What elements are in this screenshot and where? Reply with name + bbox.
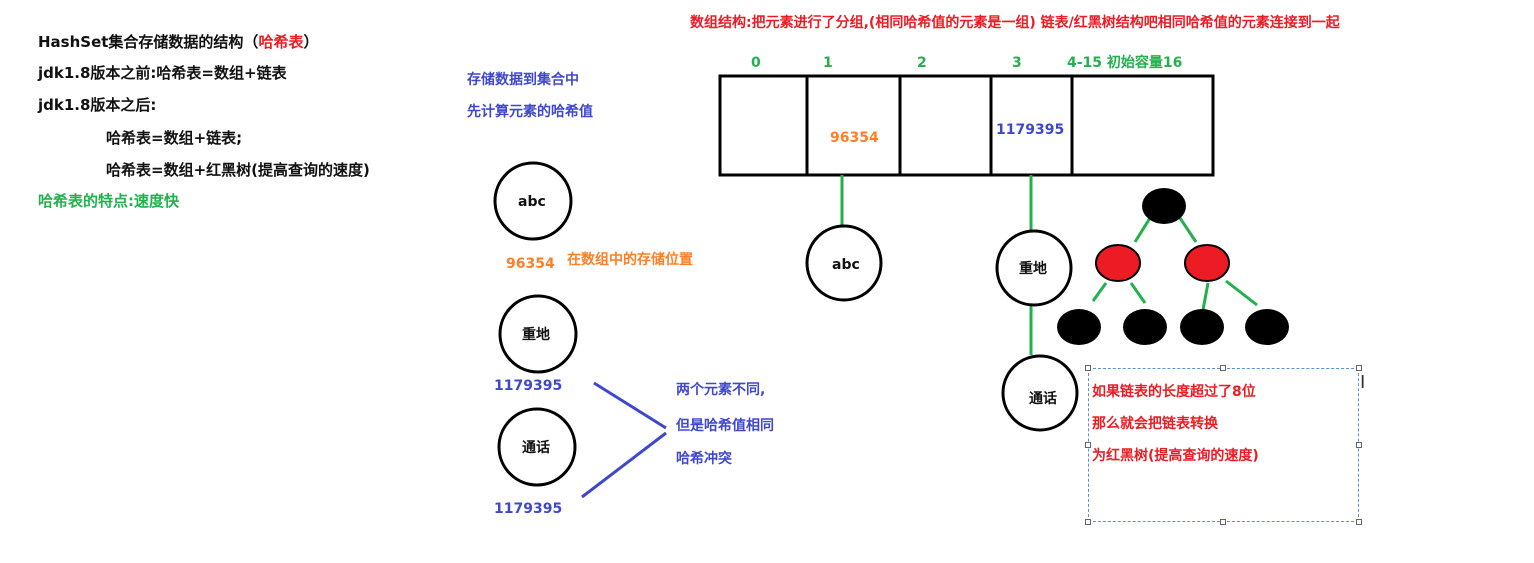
store-note-line1: 存储数据到集合中 xyxy=(467,72,579,88)
left-note-line2: jdk1.8版本之前:哈希表=数组+链表 xyxy=(38,64,287,82)
store-note-line2: 先计算元素的哈希值 xyxy=(467,104,593,120)
left-note-line3: jdk1.8版本之后: xyxy=(38,96,157,114)
tree-edge xyxy=(1201,282,1210,311)
collision-note-line1: 两个元素不同, xyxy=(676,382,766,398)
tree-node-red xyxy=(1095,244,1141,282)
tree-edges xyxy=(1091,217,1258,311)
chain-label-abc: abc xyxy=(832,257,860,273)
left-note-line5: 哈希表=数组+红黑树(提高查询的速度) xyxy=(106,161,370,179)
collision-note-line3: 哈希冲突 xyxy=(676,451,732,467)
tree-edge xyxy=(1178,217,1198,243)
element-label-abc: abc xyxy=(518,194,546,210)
chain-circle-tonghua xyxy=(1001,354,1079,432)
resize-handle-bottom-center[interactable] xyxy=(1220,519,1226,525)
element-label-tonghua: 通话 xyxy=(522,440,550,456)
collision-note-line2: 但是哈希值相同 xyxy=(676,418,774,434)
storage-position-label: 在数组中的存储位置 xyxy=(567,252,693,268)
element-label-zhongdi: 重地 xyxy=(522,327,550,343)
left-note-line1: HashSet集合存储数据的结构（哈希表） xyxy=(38,35,318,50)
collision-line-upper xyxy=(593,381,667,430)
element-hash-tonghua: 1179395 xyxy=(494,501,563,517)
element-circle-zhongdi xyxy=(498,294,578,374)
resize-handle-bottom-right[interactable] xyxy=(1356,519,1362,525)
chain-circle-zhongdi xyxy=(995,229,1073,307)
resize-handle-top-left[interactable] xyxy=(1085,365,1091,371)
resize-handle-bottom-left[interactable] xyxy=(1085,519,1091,525)
tree-node-black xyxy=(1180,309,1224,345)
left-note-line1-prefix: HashSet集合存储数据的结构（ xyxy=(38,33,259,51)
chain-circle-abc xyxy=(805,224,883,302)
left-note-line1-suffix: ） xyxy=(303,33,319,51)
array-outline xyxy=(718,74,1215,177)
element-hash-zhongdi: 1179395 xyxy=(494,378,563,394)
tree-edge xyxy=(1225,279,1258,307)
resize-handle-top-right[interactable] xyxy=(1356,365,1362,371)
left-note-line1-highlight: 哈希表 xyxy=(258,33,304,51)
array-index-3: 3 xyxy=(1012,55,1022,71)
tree-note-line1: 如果链表的长度超过了8位 xyxy=(1092,384,1256,400)
resize-handle-top-center[interactable] xyxy=(1220,365,1226,371)
tree-note-line2: 那么就会把链表转换 xyxy=(1092,416,1218,432)
tree-edge xyxy=(1091,282,1108,302)
resize-handle-middle-right[interactable] xyxy=(1356,442,1362,448)
array-index-0: 0 xyxy=(751,55,761,71)
array-index-1: 1 xyxy=(823,55,833,71)
text-cursor-icon: I xyxy=(1360,372,1366,393)
collision-line-lower xyxy=(581,431,667,499)
array-index-4-15: 4-15 初始容量16 xyxy=(1067,55,1183,71)
chain-label-zhongdi: 重地 xyxy=(1019,261,1047,277)
tree-note-line3: 为红黑树(提高查询的速度) xyxy=(1092,448,1259,464)
left-note-line6: 哈希表的特点:速度快 xyxy=(38,192,179,210)
resize-handle-middle-left[interactable] xyxy=(1085,442,1091,448)
tree-node-black xyxy=(1142,188,1186,224)
array-cell-1-value: 96354 xyxy=(830,130,879,146)
chain-label-tonghua: 通话 xyxy=(1029,391,1057,407)
tree-node-black xyxy=(1057,309,1101,345)
tree-edge xyxy=(1129,282,1147,304)
element-hash-abc: 96354 xyxy=(506,256,555,272)
tree-node-black xyxy=(1123,309,1167,345)
array-cell-3-value: 1179395 xyxy=(996,122,1065,138)
tree-node-black xyxy=(1245,309,1289,345)
tree-node-red xyxy=(1184,244,1230,282)
top-note: 数组结构:把元素进行了分组,(相同哈希值的元素是一组) 链表/红黑树结构吧相同哈… xyxy=(690,15,1340,31)
left-note-line4: 哈希表=数组+链表; xyxy=(106,129,243,147)
element-circle-abc xyxy=(493,161,573,241)
array-box xyxy=(718,74,1215,177)
tree-edge xyxy=(1133,217,1152,243)
array-index-2: 2 xyxy=(917,55,927,71)
element-circle-tonghua xyxy=(497,407,577,487)
